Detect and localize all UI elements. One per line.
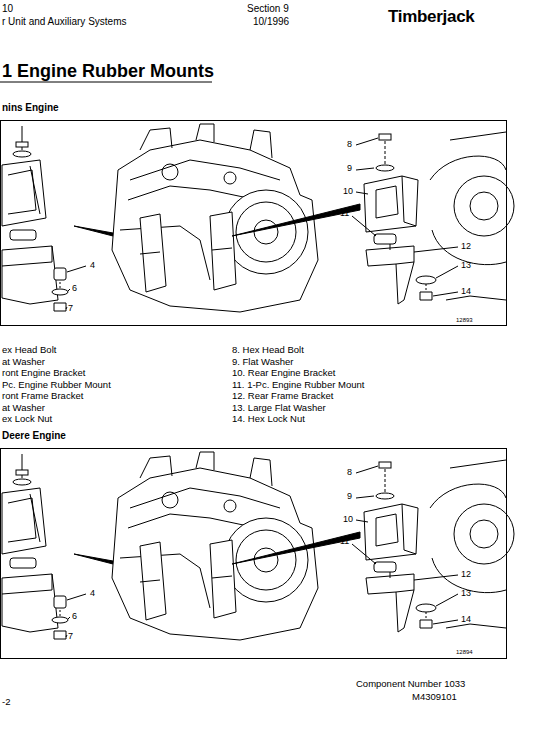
- callout-number: 6: [72, 612, 77, 622]
- title-rule: [0, 82, 212, 83]
- document-number: M4309101: [412, 692, 457, 702]
- callout-number: 6: [72, 284, 77, 294]
- part-list-item: ront Engine Bracket: [2, 368, 85, 378]
- component-number: Component Number 1033: [356, 679, 465, 689]
- callout-number: 14: [461, 287, 471, 297]
- callout-number: 4: [90, 589, 95, 599]
- callout-number: 13: [461, 589, 471, 599]
- part-list-item: 9. Flat Washer: [232, 357, 293, 367]
- part-list-item: 11. 1-Pc. Engine Rubber Mount: [232, 380, 364, 390]
- callout-number: 12: [461, 570, 471, 580]
- callout-number: 13: [461, 261, 471, 271]
- part-list-item: 14. Hex Lock Nut: [232, 414, 305, 424]
- deere-mount-drawing: [2, 452, 514, 640]
- callout-number: 14: [461, 615, 471, 625]
- part-list-item: ex Lock Nut: [2, 414, 52, 424]
- page-number: -2: [2, 697, 10, 707]
- part-list-item: 10. Rear Engine Bracket: [232, 368, 336, 378]
- callout-number: 4: [90, 261, 95, 271]
- callout-number: 9: [347, 492, 352, 502]
- part-list-item: 13. Large Flat Washer: [232, 403, 326, 413]
- subsection-heading: Deere Engine: [2, 430, 66, 441]
- brand-name: Timberjack: [388, 8, 474, 27]
- part-list-item: ex Head Bolt: [2, 345, 56, 355]
- part-list-item: at Washer: [2, 403, 45, 413]
- callout-number: 10: [343, 187, 353, 197]
- callout-number: 9: [347, 164, 352, 174]
- figure-number: 12894: [456, 649, 473, 656]
- callout-number: 8: [347, 468, 352, 478]
- callout-number: 7: [68, 632, 73, 642]
- part-list-item: 8. Hex Head Bolt: [232, 345, 304, 355]
- header-text: 10: [2, 3, 13, 14]
- cummins-mount-drawing: [2, 124, 514, 312]
- section-title: 1 Engine Rubber Mounts: [2, 62, 214, 82]
- header-text: r Unit and Auxiliary Systems: [2, 16, 127, 27]
- header-text: 10/1996: [253, 16, 289, 27]
- callout-number: 10: [343, 515, 353, 525]
- part-list-item: at Washer: [2, 357, 45, 367]
- part-list-item: 12. Rear Frame Bracket: [232, 391, 333, 401]
- callout-number: 11: [340, 209, 349, 219]
- callout-number: 11: [340, 537, 349, 547]
- header-text: Section 9: [247, 3, 289, 14]
- figure-number: 12893: [456, 317, 473, 324]
- part-list-item: ront Frame Bracket: [2, 391, 83, 401]
- callout-number: 7: [68, 304, 73, 314]
- callout-number: 8: [347, 140, 352, 150]
- callout-number: 12: [461, 242, 471, 252]
- part-list-item: Pc. Engine Rubber Mount: [2, 380, 111, 390]
- subsection-heading: nins Engine: [2, 102, 59, 113]
